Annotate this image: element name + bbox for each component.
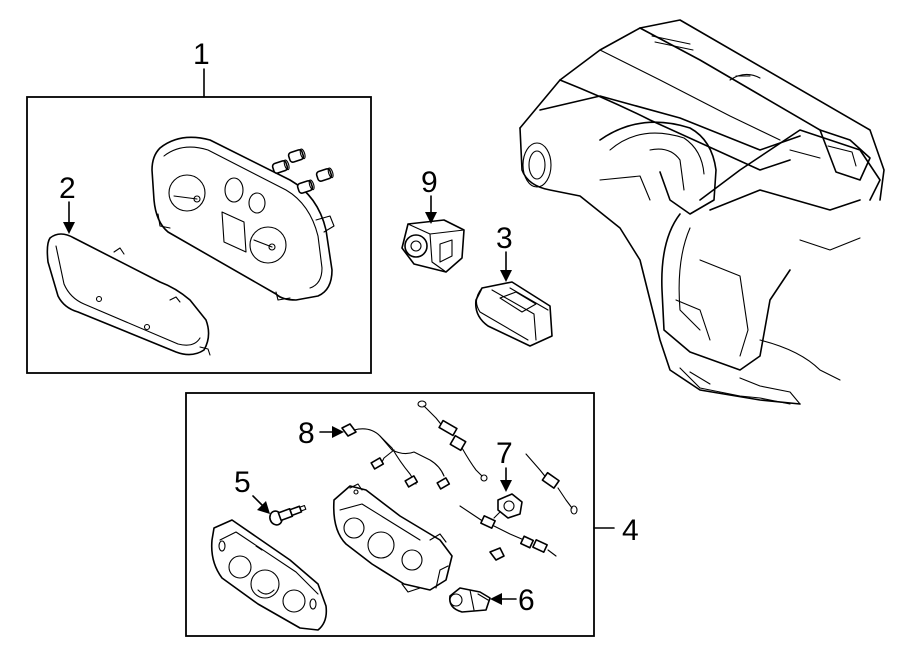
cluster-box: [26, 96, 372, 374]
clip: [489, 547, 505, 561]
control-bezel: [210, 519, 328, 631]
instrument-cluster: [151, 136, 335, 301]
callout-1: 1: [193, 38, 210, 71]
dashboard-frame: [519, 19, 885, 405]
sensor-right: [525, 453, 578, 515]
sensor-lower: [459, 505, 557, 557]
switch-part-9: [401, 219, 465, 273]
bulbs: [271, 148, 334, 194]
callout-5: 5: [234, 466, 251, 499]
callout-4: 4: [622, 514, 639, 547]
callout-9: 9: [421, 166, 438, 199]
switch-part-6: [448, 587, 491, 613]
sensor-upper: [417, 400, 488, 482]
bulb-socket-part-5: [269, 504, 307, 526]
callout-6: 6: [518, 584, 535, 617]
actuator-part-7: [493, 493, 523, 519]
climate-box: [185, 392, 595, 637]
callout-8: 8: [298, 417, 315, 450]
cluster-lens: [46, 233, 211, 356]
callout-2: 2: [59, 172, 76, 205]
callout-3: 3: [496, 222, 513, 255]
switch-part-3: [474, 281, 553, 347]
wiring-harness-part-8: [341, 423, 451, 490]
climate-control-unit: [332, 483, 453, 593]
callout-7: 7: [496, 437, 513, 470]
